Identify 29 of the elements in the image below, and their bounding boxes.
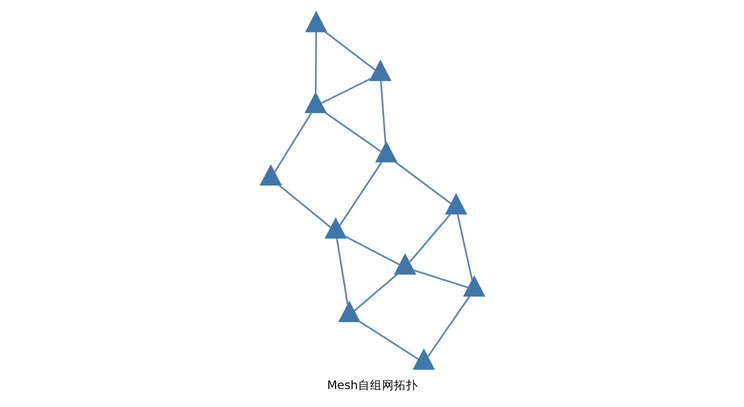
node-antenna <box>338 300 360 322</box>
connector <box>359 321 418 360</box>
node-antenna <box>374 140 397 162</box>
node-antenna <box>444 193 467 214</box>
connector <box>336 238 348 305</box>
connector <box>338 162 382 226</box>
connector <box>412 269 468 288</box>
caption: Mesh自组网拓扑 <box>326 378 418 392</box>
connector <box>324 112 382 152</box>
connector <box>353 274 398 312</box>
connector <box>273 112 312 173</box>
connector <box>314 32 316 93</box>
node-antenna <box>259 164 282 186</box>
connector <box>426 296 470 358</box>
node-antenna <box>304 10 327 32</box>
connector <box>408 214 450 263</box>
connector <box>320 78 371 104</box>
node-antenna <box>412 348 434 370</box>
connector <box>394 161 451 204</box>
node-antenna <box>462 275 485 297</box>
node-antenna <box>368 60 391 81</box>
node-antenna <box>304 92 326 114</box>
connector <box>324 31 376 71</box>
connector <box>344 236 400 266</box>
node-antenna <box>394 253 416 275</box>
node-antenna <box>324 217 346 239</box>
connector <box>380 80 386 144</box>
connector <box>456 214 472 280</box>
connector <box>278 184 331 228</box>
